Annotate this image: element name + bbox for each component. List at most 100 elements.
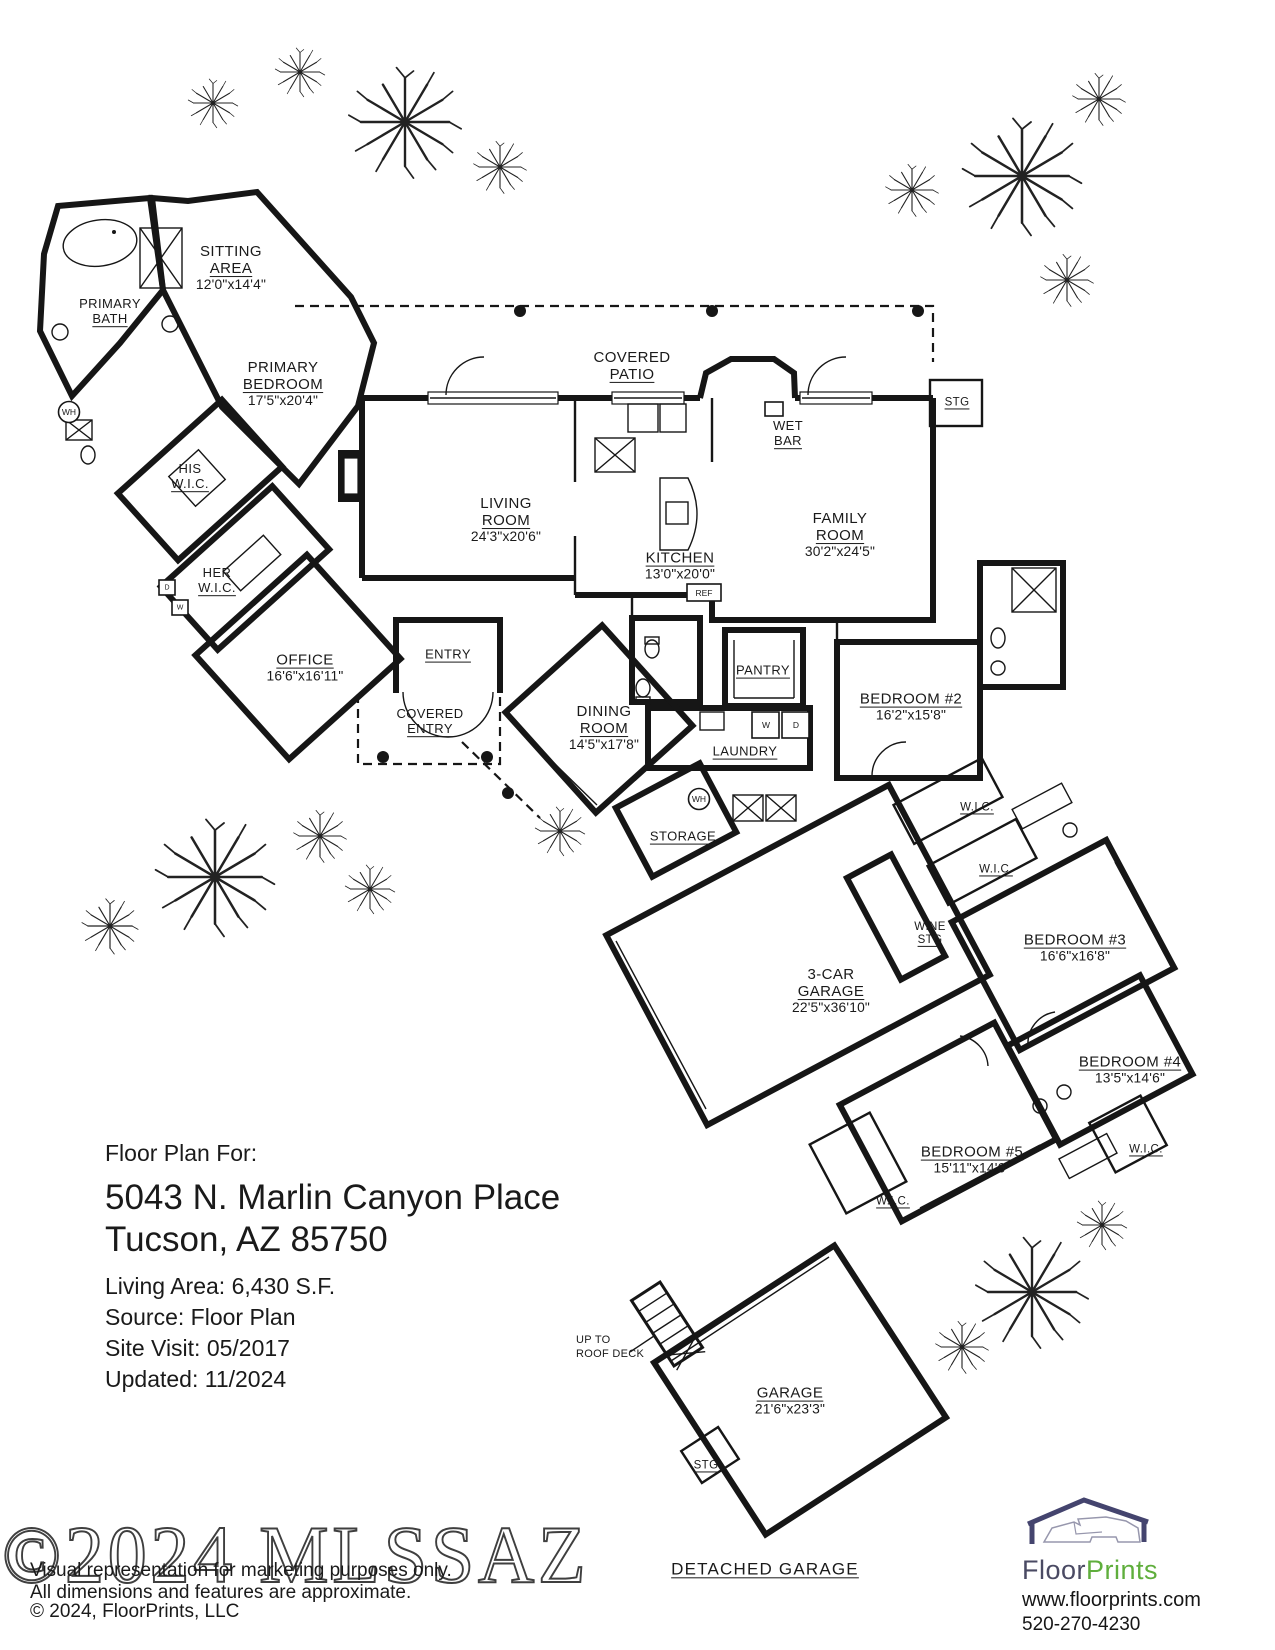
oven xyxy=(627,403,659,433)
sink xyxy=(161,315,179,333)
tree-icon xyxy=(961,117,1083,237)
room-label-pantry: PANTRY xyxy=(736,662,790,678)
wall-storage xyxy=(611,759,741,881)
tree-icon xyxy=(154,818,276,938)
roof-deck-annotation: UP TO ROOF DECK xyxy=(576,1334,645,1360)
tree-icon xyxy=(1076,1200,1128,1251)
patio-door-arcs xyxy=(445,356,847,396)
updated: Updated: 11/2024 xyxy=(105,1366,287,1392)
water-heater xyxy=(57,400,81,424)
refrigerator xyxy=(686,583,722,602)
tree-icon xyxy=(473,140,527,194)
wall-stg-detached xyxy=(679,1425,741,1485)
hall-closet xyxy=(765,794,797,822)
room-label-entry: ENTRY xyxy=(425,646,471,662)
cooktop xyxy=(659,403,687,433)
tree-icon xyxy=(293,809,347,863)
wall-primary-bedroom xyxy=(148,188,378,489)
living-area: Living Area: 6,430 S.F. xyxy=(105,1273,336,1299)
bathtub xyxy=(1011,782,1073,830)
wall-bedroom3 xyxy=(947,835,1179,1055)
covered-entry-outline xyxy=(356,694,541,819)
address-line-1: 5043 N. Marlin Canyon Place xyxy=(105,1178,561,1217)
title-heading: Floor Plan For: xyxy=(105,1140,258,1166)
closet-rack xyxy=(222,534,282,592)
tree-icon xyxy=(1040,253,1094,307)
floorprints-branding: FloorPrints www.floorprints.com 520-270-… xyxy=(1022,1492,1267,1636)
shower xyxy=(1011,567,1057,613)
toilet xyxy=(80,445,96,465)
room-label-wic-bed2: W.I.C. xyxy=(960,801,994,814)
dryer xyxy=(781,711,810,739)
refrigerator-label: REF xyxy=(695,588,713,598)
toilet xyxy=(1062,822,1078,838)
garage-door-lines xyxy=(611,940,707,1113)
sink xyxy=(1056,1084,1072,1100)
roof-deck-stairs xyxy=(629,1279,706,1371)
wall-wic-bed2 xyxy=(891,756,1005,846)
room-label-laundry: LAUNDRY xyxy=(712,743,778,759)
toilet xyxy=(644,639,660,659)
detached-garage-caption: DETACHED GARAGE xyxy=(671,1559,859,1579)
wall-office xyxy=(191,550,405,764)
washer-label: W xyxy=(176,604,184,612)
tree-icon xyxy=(534,806,586,857)
wall-detached-garage xyxy=(649,1241,951,1539)
title-block: Floor Plan For: 5043 N. Marlin Canyon Pl… xyxy=(105,1140,560,1395)
entry-door-arcs xyxy=(402,691,494,738)
wall-family-right-bottom xyxy=(575,398,936,623)
wall-living-top-left xyxy=(359,395,700,578)
laundry-sink xyxy=(699,711,725,731)
bathtub xyxy=(1058,1132,1118,1180)
wall-bath2 xyxy=(977,560,1066,690)
wall-her-wic xyxy=(156,481,334,655)
floorprints-logo-icon xyxy=(1027,1497,1149,1544)
sink xyxy=(51,323,69,341)
room-label-wic-bed5: W.I.C. xyxy=(876,1195,910,1208)
tree-icon xyxy=(81,898,139,955)
disclaimer-line-1: Visual representation for marketing purp… xyxy=(30,1560,452,1581)
room-label-wic-bed3: W.I.C. xyxy=(979,863,1013,876)
bathtub xyxy=(62,218,138,268)
bedroom-door-arcs xyxy=(871,741,1056,1067)
tree-icon xyxy=(274,47,326,98)
site-visit: Site Visit: 05/2017 xyxy=(105,1335,290,1361)
tree-icon xyxy=(347,66,463,180)
washer xyxy=(751,711,780,739)
hall-closet xyxy=(732,794,764,822)
roof-deck-pointer-line xyxy=(629,1335,655,1353)
water-heater xyxy=(687,787,711,811)
address-line-2: Tucson, AZ 85750 xyxy=(105,1220,388,1259)
kitchen-closet xyxy=(594,437,636,473)
source: Source: Floor Plan xyxy=(105,1304,296,1330)
closet-rack xyxy=(167,448,227,508)
wall-wic-bed3 xyxy=(925,817,1039,907)
dryer-label: D xyxy=(792,720,800,730)
floorprints-phone: 520-270-4230 xyxy=(1022,1614,1141,1635)
tree-icon xyxy=(885,163,939,217)
tree-icon xyxy=(935,1320,989,1374)
mls-watermark: ©2024 MLSSAZ xyxy=(1,1508,590,1601)
wall-connectors xyxy=(630,595,839,642)
detached-garage-door-lines xyxy=(667,1252,830,1362)
washer xyxy=(171,599,189,616)
